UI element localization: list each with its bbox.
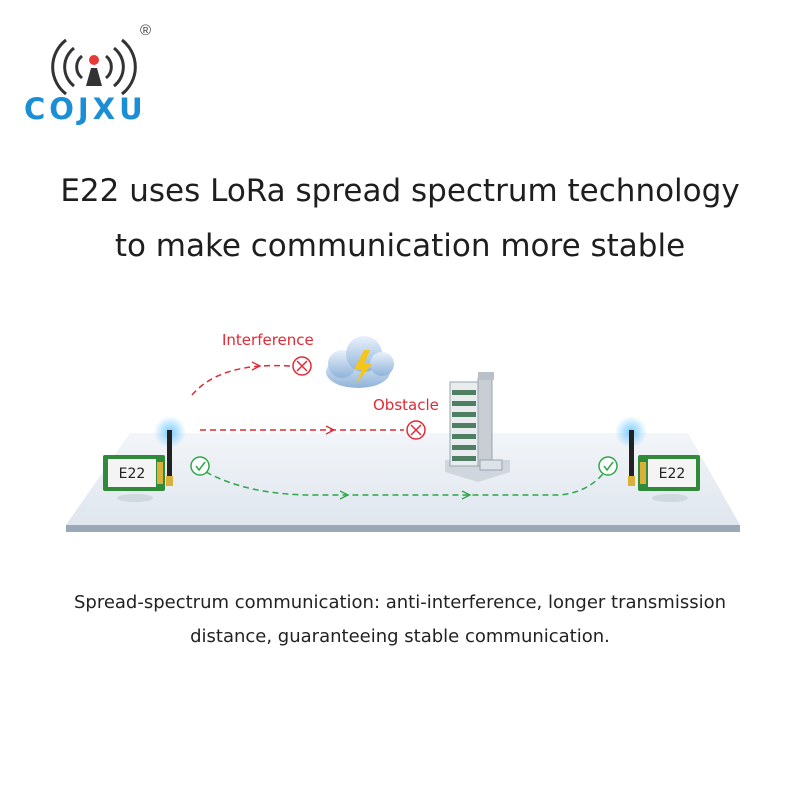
signal-dot-icon [89,55,99,65]
successful-link-path [205,469,607,500]
obstacle-path [200,425,404,435]
tower-icon [86,68,102,86]
obstacle-cross-circle-icon [406,420,426,440]
ground-platform [66,433,740,532]
headline-line-2: to make communication more stable [114,228,686,264]
left-e22-module [103,416,186,502]
right-e22-module [615,416,700,502]
interference-path [191,361,291,396]
obstacle-label: Obstacle [373,396,439,414]
building-icon [445,372,510,482]
interference-cross-circle-icon [292,356,312,376]
brand-name: COJXU [24,92,147,126]
interference-label: Interference [222,331,314,349]
wireless-signal-icon [51,38,137,96]
right-check-circle-icon [598,456,618,476]
communication-diagram: Interference Obstacle [66,331,740,532]
registered-mark: ® [140,22,152,39]
right-module-label: E22 [659,466,686,482]
caption-line-2: distance, guaranteeing stable communicat… [190,626,610,647]
right-antenna-icon [615,416,647,486]
left-antenna-icon [154,416,186,486]
storm-cloud-icon [326,336,394,388]
caption-line-1: Spread-spectrum communication: anti-inte… [73,592,727,613]
headline-line-1: E22 uses LoRa spread spectrum technology [60,173,740,209]
left-check-circle-icon [190,456,210,476]
brand-logo [51,38,137,96]
left-module-label: E22 [119,466,146,482]
